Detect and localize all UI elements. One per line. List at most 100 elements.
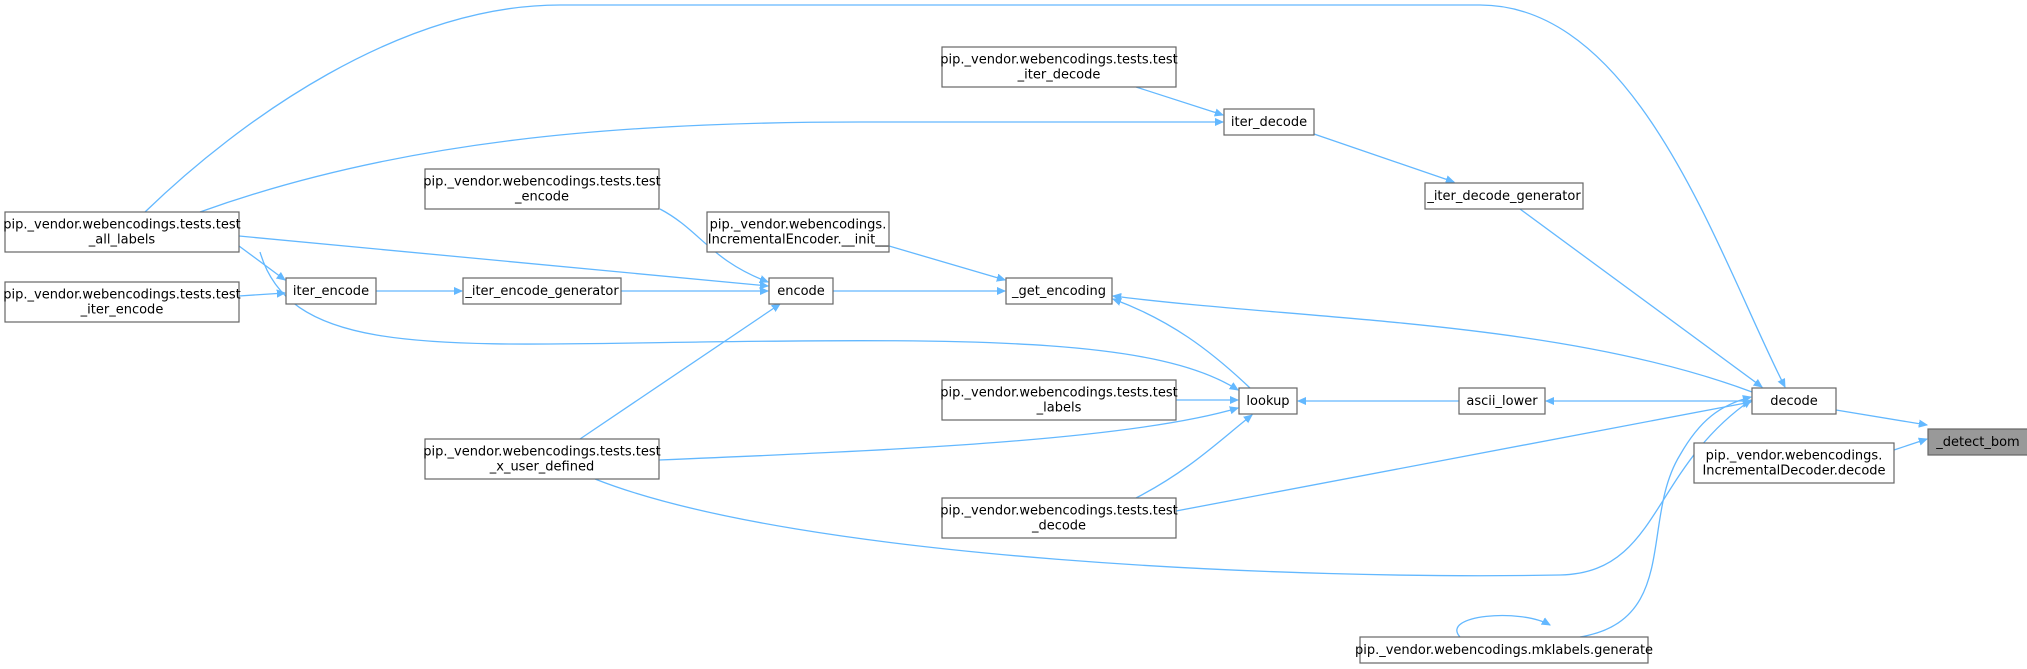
node-test-all-labels[interactable]: pip._vendor.webencodings.tests.test_all_… [3,211,241,253]
node-box [941,46,1177,88]
node-label: pip._vendor.webencodings.tests.test [940,386,1178,401]
node-label: pip._vendor.webencodings.tests.test [423,175,661,190]
node-test-labels[interactable]: pip._vendor.webencodings.tests.test_labe… [940,379,1178,421]
edge-incdec_decode-to-detect_bom [1893,439,1927,451]
edge-line [238,245,285,280]
node-label: _detect_bom [1935,435,2019,450]
edge-line [888,245,1005,280]
node-label: pip._vendor.webencodings.tests.test [3,288,241,303]
edge-line [594,400,1751,577]
edge-line [1893,439,1927,451]
edge-decode-to-get_encoding [1113,296,1753,393]
node-label: iter_encode [293,284,369,299]
node-box [1424,182,1584,210]
node-label: pip._vendor.webencodings.mklabels.genera… [1355,643,1653,658]
node-box [1751,387,1837,415]
edge-test_iter_decode-to-iter_decode [1135,86,1223,115]
node-label: pip._vendor.webencodings.tests.test [940,53,1178,68]
node-label: _decode [1031,519,1086,534]
edge-line [238,293,285,296]
node-box [1693,442,1895,484]
edge-line [1113,296,1753,393]
edge-incenc_init-to-get_encoding [888,245,1005,280]
edge-line [1835,409,1927,425]
edge-line [238,235,768,286]
edge-line [1113,299,1251,389]
node-box [462,277,622,305]
node-label: iter_decode [1231,115,1307,130]
edge-decode-to-detect_bom [1835,409,1927,425]
edge-mklabels_generate-to-decode [1579,397,1751,638]
node-get-encoding[interactable]: _get_encoding [1005,277,1113,305]
node-iter-encode-generator[interactable]: _iter_encode_generator [462,277,622,305]
edge-test_all_labels-to-iter_decode [199,122,1223,213]
edge-iter_decode_generator-to-decode [1519,208,1762,387]
edge-lookup-to-get_encoding [1113,299,1251,389]
edge-line [1175,402,1751,512]
edge-iter_decode-to-iter_decode_generator [1313,133,1454,182]
edge-line [199,122,1223,213]
edge-line [1135,86,1223,115]
node-label: _get_encoding [1011,284,1106,299]
edge-line [1135,415,1252,499]
nodes-layer: _detect_bom decode pip._vendor.webencoding… [3,46,2027,664]
node-label: _iter_encode_generator [464,284,619,299]
node-test-iter-encode[interactable]: pip._vendor.webencodings.tests.test_iter… [3,281,241,323]
node-label: lookup [1246,394,1289,409]
edge-test_x_user_defined-to-encode [579,304,780,440]
node-label: _iter_decode_generator [1426,189,1581,204]
node-encode[interactable]: encode [768,277,834,305]
node-box [768,277,834,305]
node-iter-encode[interactable]: iter_encode [285,277,377,305]
node-box [285,277,377,305]
node-test-decode[interactable]: pip._vendor.webencodings.tests.test_deco… [940,497,1178,539]
node-iter-decode[interactable]: iter_decode [1223,108,1315,136]
node-label: IncrementalEncoder.__init__ [708,233,889,248]
edge-test_decode-to-decode [1175,402,1751,512]
node-label: _x_user_defined [489,460,594,475]
node-box [706,211,890,253]
node-box [941,497,1177,539]
edge-test_x_user_defined-to-lookup [658,408,1238,461]
node-iter-decode-generator[interactable]: _iter_decode_generator [1424,182,1584,210]
edge-test_all_labels-to-lookup [259,251,1238,390]
node-label: pip._vendor.webencodings. [710,218,887,233]
node-label: pip._vendor.webencodings.tests.test [940,504,1178,519]
node-test-x-user-defined[interactable]: pip._vendor.webencodings.tests.test_x_us… [423,438,661,480]
edge-test_iter_encode-to-iter_encode [238,293,285,296]
node-test-iter-decode[interactable]: pip._vendor.webencodings.tests.test_iter… [940,46,1178,88]
node-label: _iter_decode [1017,68,1101,83]
node-label: _iter_encode [80,303,164,318]
node-box [1927,428,2027,456]
node-box [424,438,660,480]
node-label: pip._vendor.webencodings.tests.test [3,218,241,233]
edge-line [579,304,780,440]
node-box [424,168,660,210]
node-label: pip._vendor.webencodings. [1706,449,1883,464]
node-decode[interactable]: decode [1751,387,1837,415]
node-label: IncrementalDecoder.decode [1702,464,1885,479]
edge-line [1519,208,1762,387]
node-mklabels-generate[interactable]: pip._vendor.webencodings.mklabels.genera… [1355,636,1653,664]
node-label: _labels [1036,401,1082,416]
edge-test_x_user_defined-to-decode [594,400,1751,577]
node-label: decode [1770,394,1818,409]
edge-line [1579,397,1751,638]
edge-test_all_labels-to-encode [238,235,768,286]
node-incenc-init[interactable]: pip._vendor.webencodings.IncrementalEnco… [706,211,890,253]
node-label: pip._vendor.webencodings.tests.test [423,445,661,460]
node-box [1223,108,1315,136]
edge-line [658,408,1238,461]
node-ascii-lower[interactable]: ascii_lower [1458,387,1546,415]
node-box [1359,636,1649,664]
edge-test_decode-to-lookup [1135,415,1252,499]
node-detect-bom[interactable]: _detect_bom [1927,428,2027,456]
node-test-encode[interactable]: pip._vendor.webencodings.tests.test_enco… [423,168,661,210]
node-incdec-decode[interactable]: pip._vendor.webencodings.IncrementalDeco… [1693,442,1895,484]
edge-test_all_labels-to-decode [144,4,1786,387]
edge-line [144,4,1786,387]
node-box [4,211,240,253]
node-lookup[interactable]: lookup [1238,387,1298,415]
node-box [1238,387,1298,415]
